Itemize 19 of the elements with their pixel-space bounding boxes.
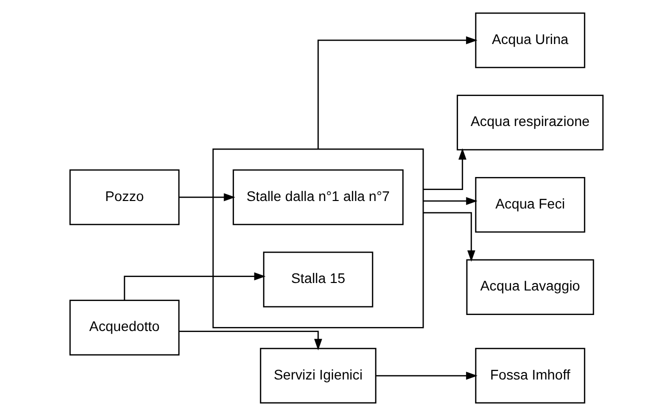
- node-box: Acqua respirazione: [456, 94, 604, 150]
- node-box: Acquedotto: [68, 300, 180, 356]
- cluster: [212, 148, 424, 328]
- arrow: [422, 212, 475, 262]
- arrow: [376, 372, 477, 380]
- node-box: Stalle dalla n°1 alla n°7: [232, 169, 404, 226]
- arrow: [422, 197, 478, 206]
- node-box: Acqua Lavaggio: [466, 259, 594, 315]
- node-box: Acqua Feci: [474, 176, 585, 233]
- arrow: [178, 330, 322, 350]
- arrow: [123, 272, 266, 300]
- node-box: Fossa Imhoff: [474, 348, 585, 404]
- arrow: [317, 36, 477, 150]
- node-box: Stalla 15: [262, 252, 373, 308]
- node-box: Acqua Urina: [474, 12, 585, 68]
- arrow: [422, 148, 466, 190]
- node-box: Servizi Igienici: [259, 348, 376, 404]
- node-box: Pozzo: [68, 169, 180, 226]
- arrow: [178, 193, 235, 202]
